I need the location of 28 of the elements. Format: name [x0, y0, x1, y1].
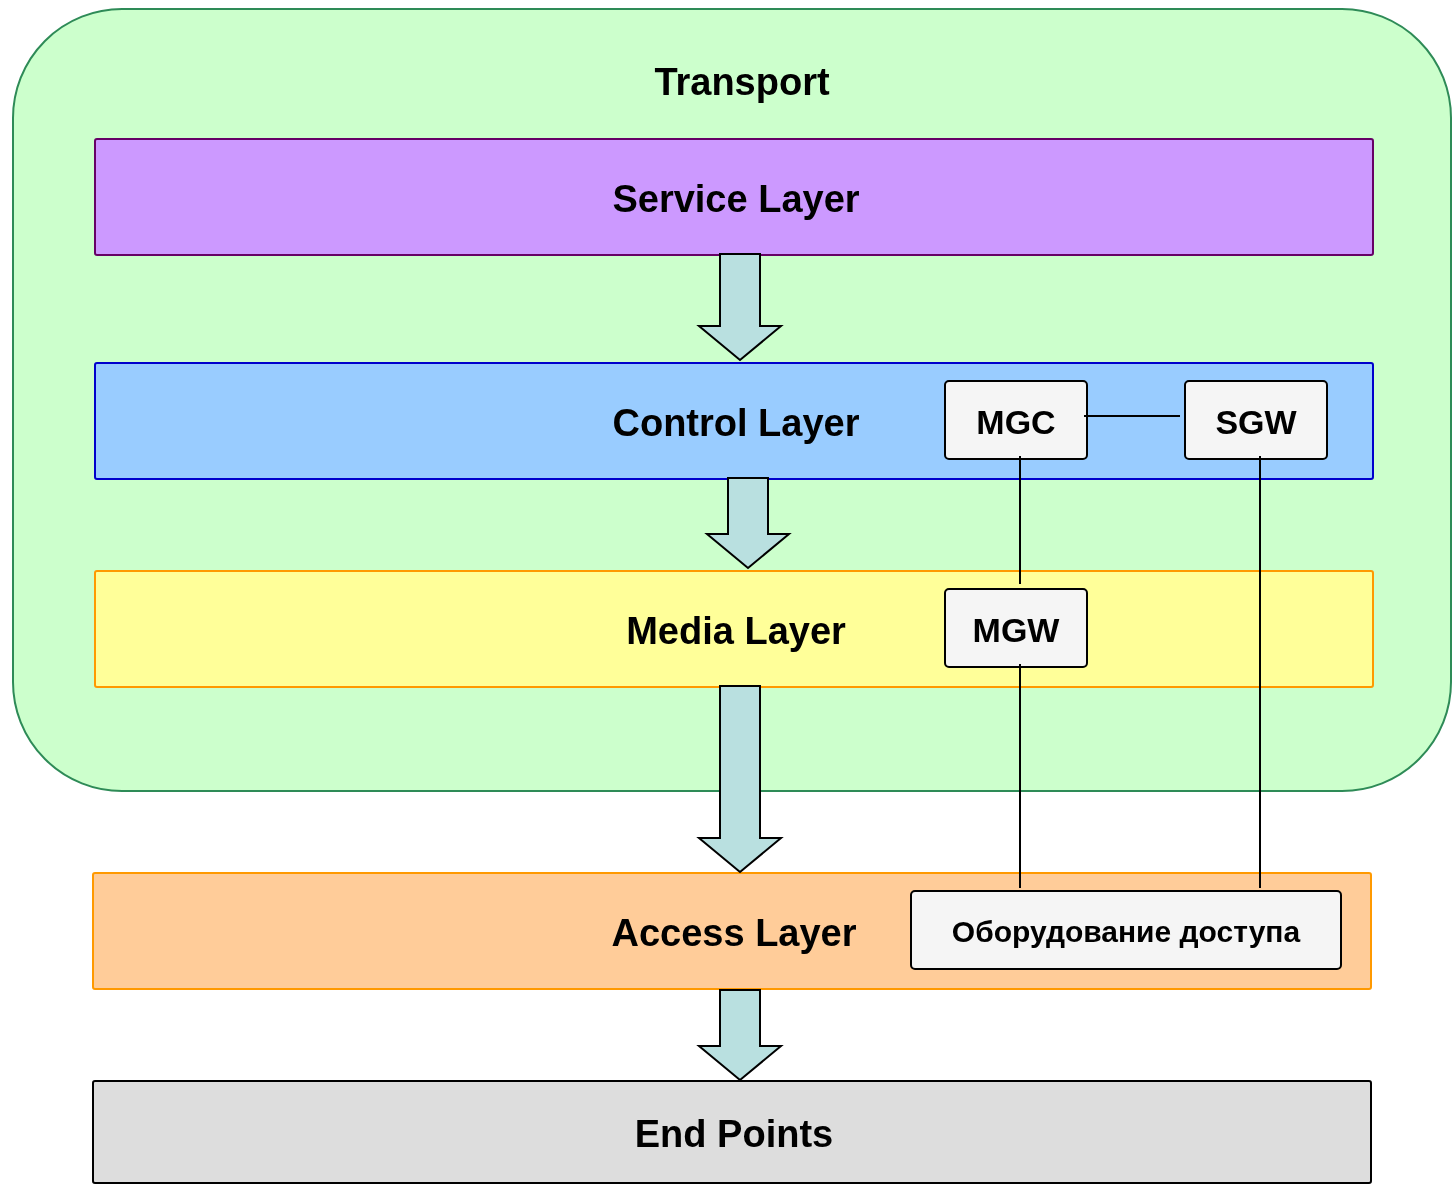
component-label: Оборудование доступа — [951, 915, 1301, 949]
connector-line — [1019, 663, 1021, 889]
component-box — [944, 588, 1088, 668]
component-box — [910, 890, 1342, 970]
layer-title: End Points — [634, 1112, 834, 1156]
component-label: MGW — [972, 610, 1060, 650]
layer-band — [94, 138, 1374, 256]
component-box — [944, 380, 1088, 460]
layer-title: Media Layer — [626, 609, 846, 653]
component-label: SGW — [1215, 402, 1297, 442]
connector-line — [1019, 455, 1021, 585]
area-title: Transport — [654, 60, 830, 104]
block-arrow — [704, 477, 792, 570]
layer-band — [94, 570, 1374, 688]
connector-line — [1259, 455, 1261, 889]
block-arrow — [696, 989, 784, 1082]
layer-band — [94, 362, 1374, 480]
layer-title: Access Layer — [611, 911, 857, 955]
layer-title: Service Layer — [612, 177, 860, 221]
layer-band — [92, 1080, 1372, 1184]
transport-area — [12, 8, 1452, 792]
layer-title: Control Layer — [612, 401, 860, 445]
component-label: MGC — [976, 402, 1056, 442]
connector-line — [1083, 415, 1181, 417]
block-arrow — [696, 685, 784, 874]
component-box — [1184, 380, 1328, 460]
block-arrow — [696, 253, 784, 362]
layer-band — [92, 872, 1372, 990]
